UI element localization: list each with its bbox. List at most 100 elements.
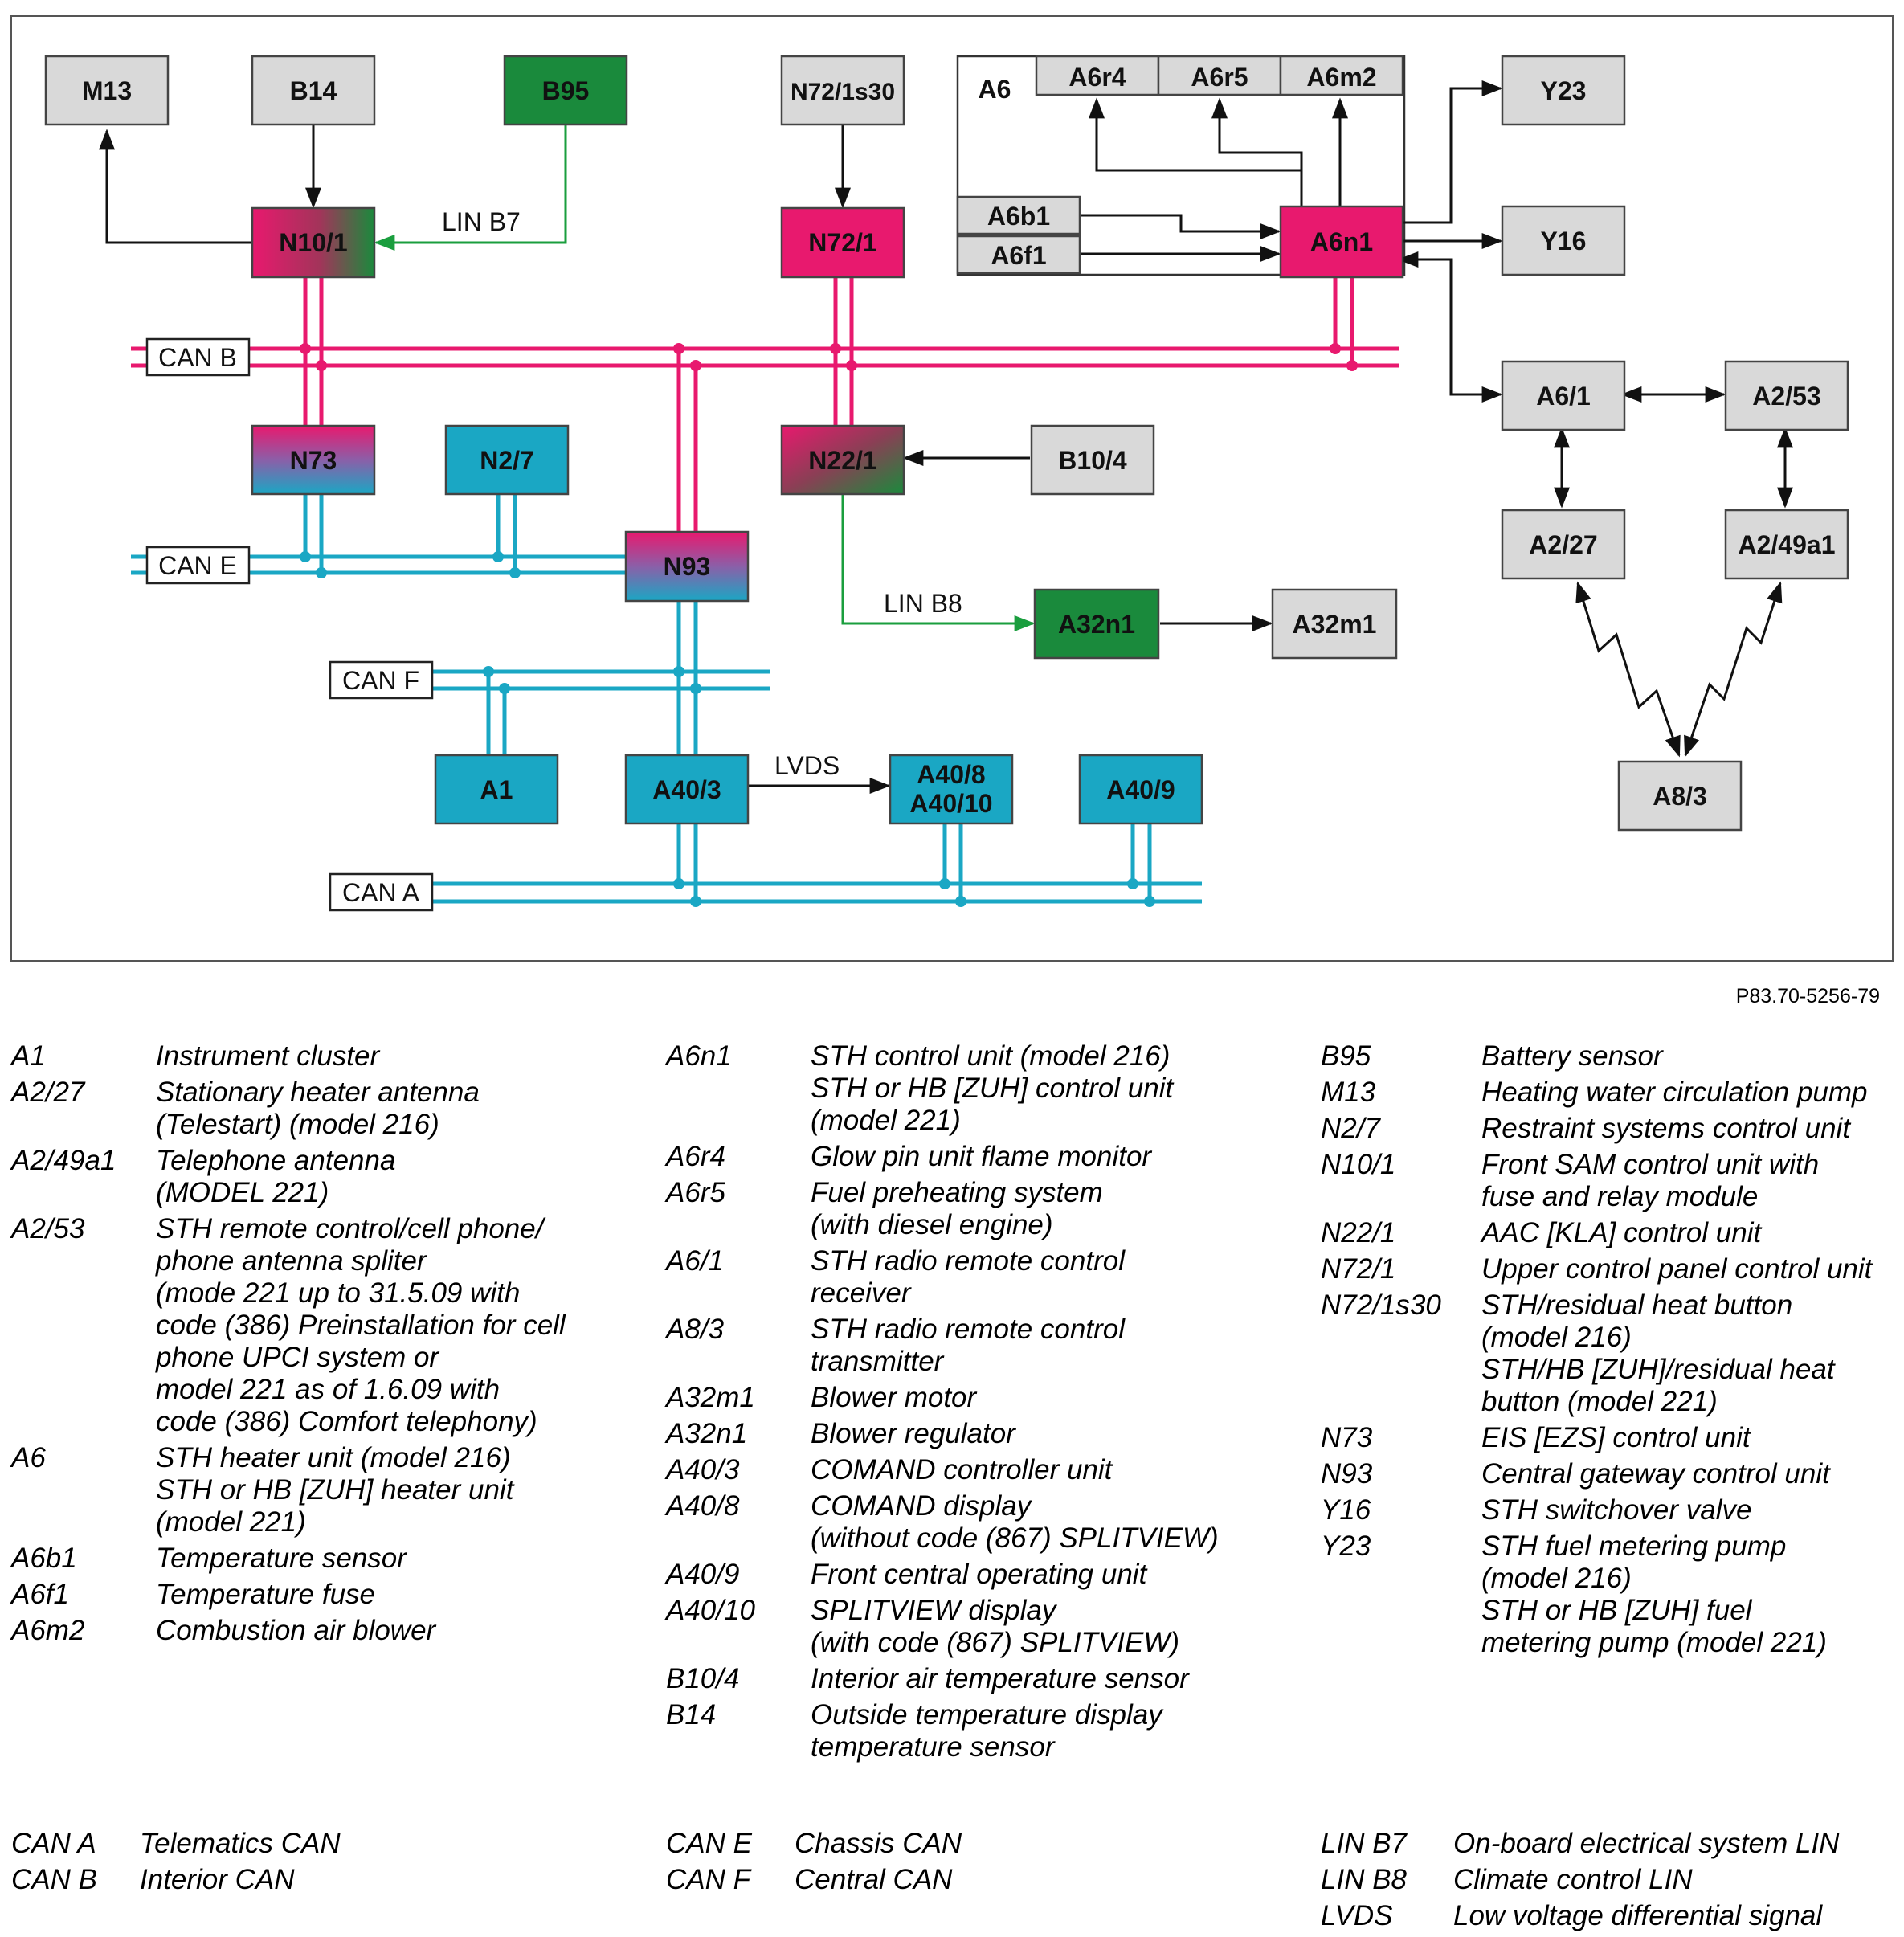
legend-code: B95 <box>1321 1040 1371 1072</box>
legend-description: (model 216) <box>1481 1322 1632 1353</box>
legend-description: Heating water circulation pump <box>1481 1077 1868 1108</box>
legend-description: Central gateway control unit <box>1481 1458 1830 1490</box>
edge-lin-b7 <box>374 125 567 251</box>
legend-description: Temperature fuse <box>156 1579 376 1610</box>
bus-legend-code: CAN A <box>11 1828 96 1859</box>
bus-label-can-b: CAN B <box>158 343 237 372</box>
node-n721s30: N72/1s30 <box>791 79 895 105</box>
legend-description: Blower motor <box>811 1382 977 1413</box>
bus-legend-description: On-board electrical system LIN <box>1453 1828 1840 1859</box>
bus-label-can-f: CAN F <box>342 666 419 695</box>
legend-description: Fuel preheating system <box>811 1177 1103 1208</box>
legend-description: Combustion air blower <box>156 1615 436 1646</box>
node-n93: N93 <box>664 552 711 581</box>
legend-description: SPLITVIEW display <box>811 1595 1056 1626</box>
node-a6m2: A6m2 <box>1306 63 1376 92</box>
bus-legend-description: Climate control LIN <box>1453 1864 1693 1895</box>
legend-code: A40/9 <box>666 1559 740 1590</box>
node-a83: A8/3 <box>1653 782 1707 811</box>
edge-a6n1-y23 <box>1399 80 1503 224</box>
can-cyan-stubs <box>303 494 1152 901</box>
legend-description: Stationary heater antenna <box>156 1077 480 1108</box>
edge-radio-a249a1-a83 <box>1684 581 1783 758</box>
legend-code: B10/4 <box>666 1663 740 1694</box>
junction-dots <box>300 343 1358 907</box>
legend-code: A6m2 <box>11 1615 85 1646</box>
legend-description: code (386) Preinstallation for cell <box>156 1310 566 1341</box>
edge-a6b1-a6n1 <box>1081 214 1281 239</box>
label-lvds: LVDS <box>774 751 840 780</box>
block-diagram: LIN B7 LIN B8 LVDS CAN B CAN E CAN F CAN… <box>10 15 1894 962</box>
legend-code: A6/1 <box>666 1245 724 1277</box>
node-a249a1: A2/49a1 <box>1739 530 1836 559</box>
legend-description: (with code (867) SPLITVIEW) <box>811 1627 1180 1658</box>
edge-n101-m13 <box>99 129 252 244</box>
legend-description: (model 216) <box>1481 1563 1632 1594</box>
bus-legend-code: LIN B8 <box>1321 1864 1407 1895</box>
legend-code: Y23 <box>1321 1530 1371 1562</box>
node-b14: B14 <box>290 76 337 105</box>
legend-description: STH or HB [ZUH] heater unit <box>156 1474 514 1506</box>
legend-description: STH radio remote control <box>811 1314 1125 1345</box>
legend-code: N72/1 <box>1321 1253 1396 1285</box>
legend-code: A2/49a1 <box>11 1145 116 1176</box>
legend-description: STH/HB [ZUH]/residual heat <box>1481 1354 1835 1385</box>
legend-code: A40/10 <box>666 1595 755 1626</box>
edge-a6n1-a6r5 <box>1211 97 1303 206</box>
can-b-stubs <box>303 277 1354 532</box>
legend-code: A2/53 <box>11 1213 85 1244</box>
edge-a6n1-a61 <box>1397 251 1503 403</box>
node-a61: A6/1 <box>1536 382 1591 411</box>
legend-description: STH remote control/cell phone/ <box>156 1213 544 1244</box>
legend-description: AAC [KLA] control unit <box>1481 1217 1762 1248</box>
can-b-bus <box>131 346 1399 368</box>
legend-description: Temperature sensor <box>156 1543 407 1574</box>
bus-legend-code: LIN B7 <box>1321 1828 1407 1859</box>
legend-code: A40/8 <box>666 1490 740 1522</box>
bus-labels: CAN B CAN E CAN F CAN A <box>145 337 434 912</box>
legend-description: STH radio remote control <box>811 1245 1125 1277</box>
legend-description: Blower regulator <box>811 1418 1015 1449</box>
legend-description: STH or HB [ZUH] control unit <box>811 1073 1174 1104</box>
legend-description: fuse and relay module <box>1481 1181 1759 1212</box>
legend-description: temperature sensor <box>811 1731 1055 1763</box>
node-a32n1: A32n1 <box>1058 610 1135 639</box>
legend-code: A32n1 <box>666 1418 748 1449</box>
bus-legend-description: Telematics CAN <box>140 1828 341 1859</box>
legend-description: receiver <box>811 1277 911 1309</box>
legend-code: A6f1 <box>11 1579 69 1610</box>
node-a32m1: A32m1 <box>1293 610 1377 639</box>
node-a6: A6 <box>979 75 1011 104</box>
node-y16: Y16 <box>1541 227 1587 255</box>
label-lin-b8: LIN B8 <box>884 589 962 618</box>
legend-description: Front central operating unit <box>811 1559 1147 1590</box>
legend-code: A32m1 <box>666 1382 755 1413</box>
legend-code: N93 <box>1321 1458 1373 1490</box>
legend-code: N22/1 <box>1321 1217 1396 1248</box>
can-a-bus <box>332 881 1202 904</box>
bus-legend-code: CAN E <box>666 1828 752 1859</box>
legend-description: phone antenna spliter <box>156 1245 427 1277</box>
legend-description: STH control unit (model 216) <box>811 1040 1171 1072</box>
edge-radio-a227-a83 <box>1575 581 1681 758</box>
legend-code: A2/27 <box>11 1077 85 1108</box>
legend-code: A6r5 <box>666 1177 725 1208</box>
legend-description: STH/residual heat button <box>1481 1289 1793 1321</box>
node-a6f1: A6f1 <box>991 241 1046 270</box>
legend-code: M13 <box>1321 1077 1376 1108</box>
bus-legend-description: Central CAN <box>795 1864 953 1895</box>
bus-legend-description: Interior CAN <box>140 1864 295 1895</box>
legend-description: Front SAM control unit with <box>1481 1149 1820 1180</box>
legend-description: Upper control panel control unit <box>1481 1253 1873 1285</box>
legend-code: N10/1 <box>1321 1149 1396 1180</box>
legend-description: Instrument cluster <box>156 1040 380 1072</box>
node-n721: N72/1 <box>808 228 876 257</box>
connections <box>99 80 1793 794</box>
node-a408: A40/8 <box>917 760 985 789</box>
legend-description: STH heater unit (model 216) <box>156 1442 511 1473</box>
legend-description: transmitter <box>811 1346 944 1377</box>
legend-code: A6r4 <box>666 1141 725 1172</box>
node-a253: A2/53 <box>1752 382 1820 411</box>
node-a6n1: A6n1 <box>1310 227 1373 256</box>
